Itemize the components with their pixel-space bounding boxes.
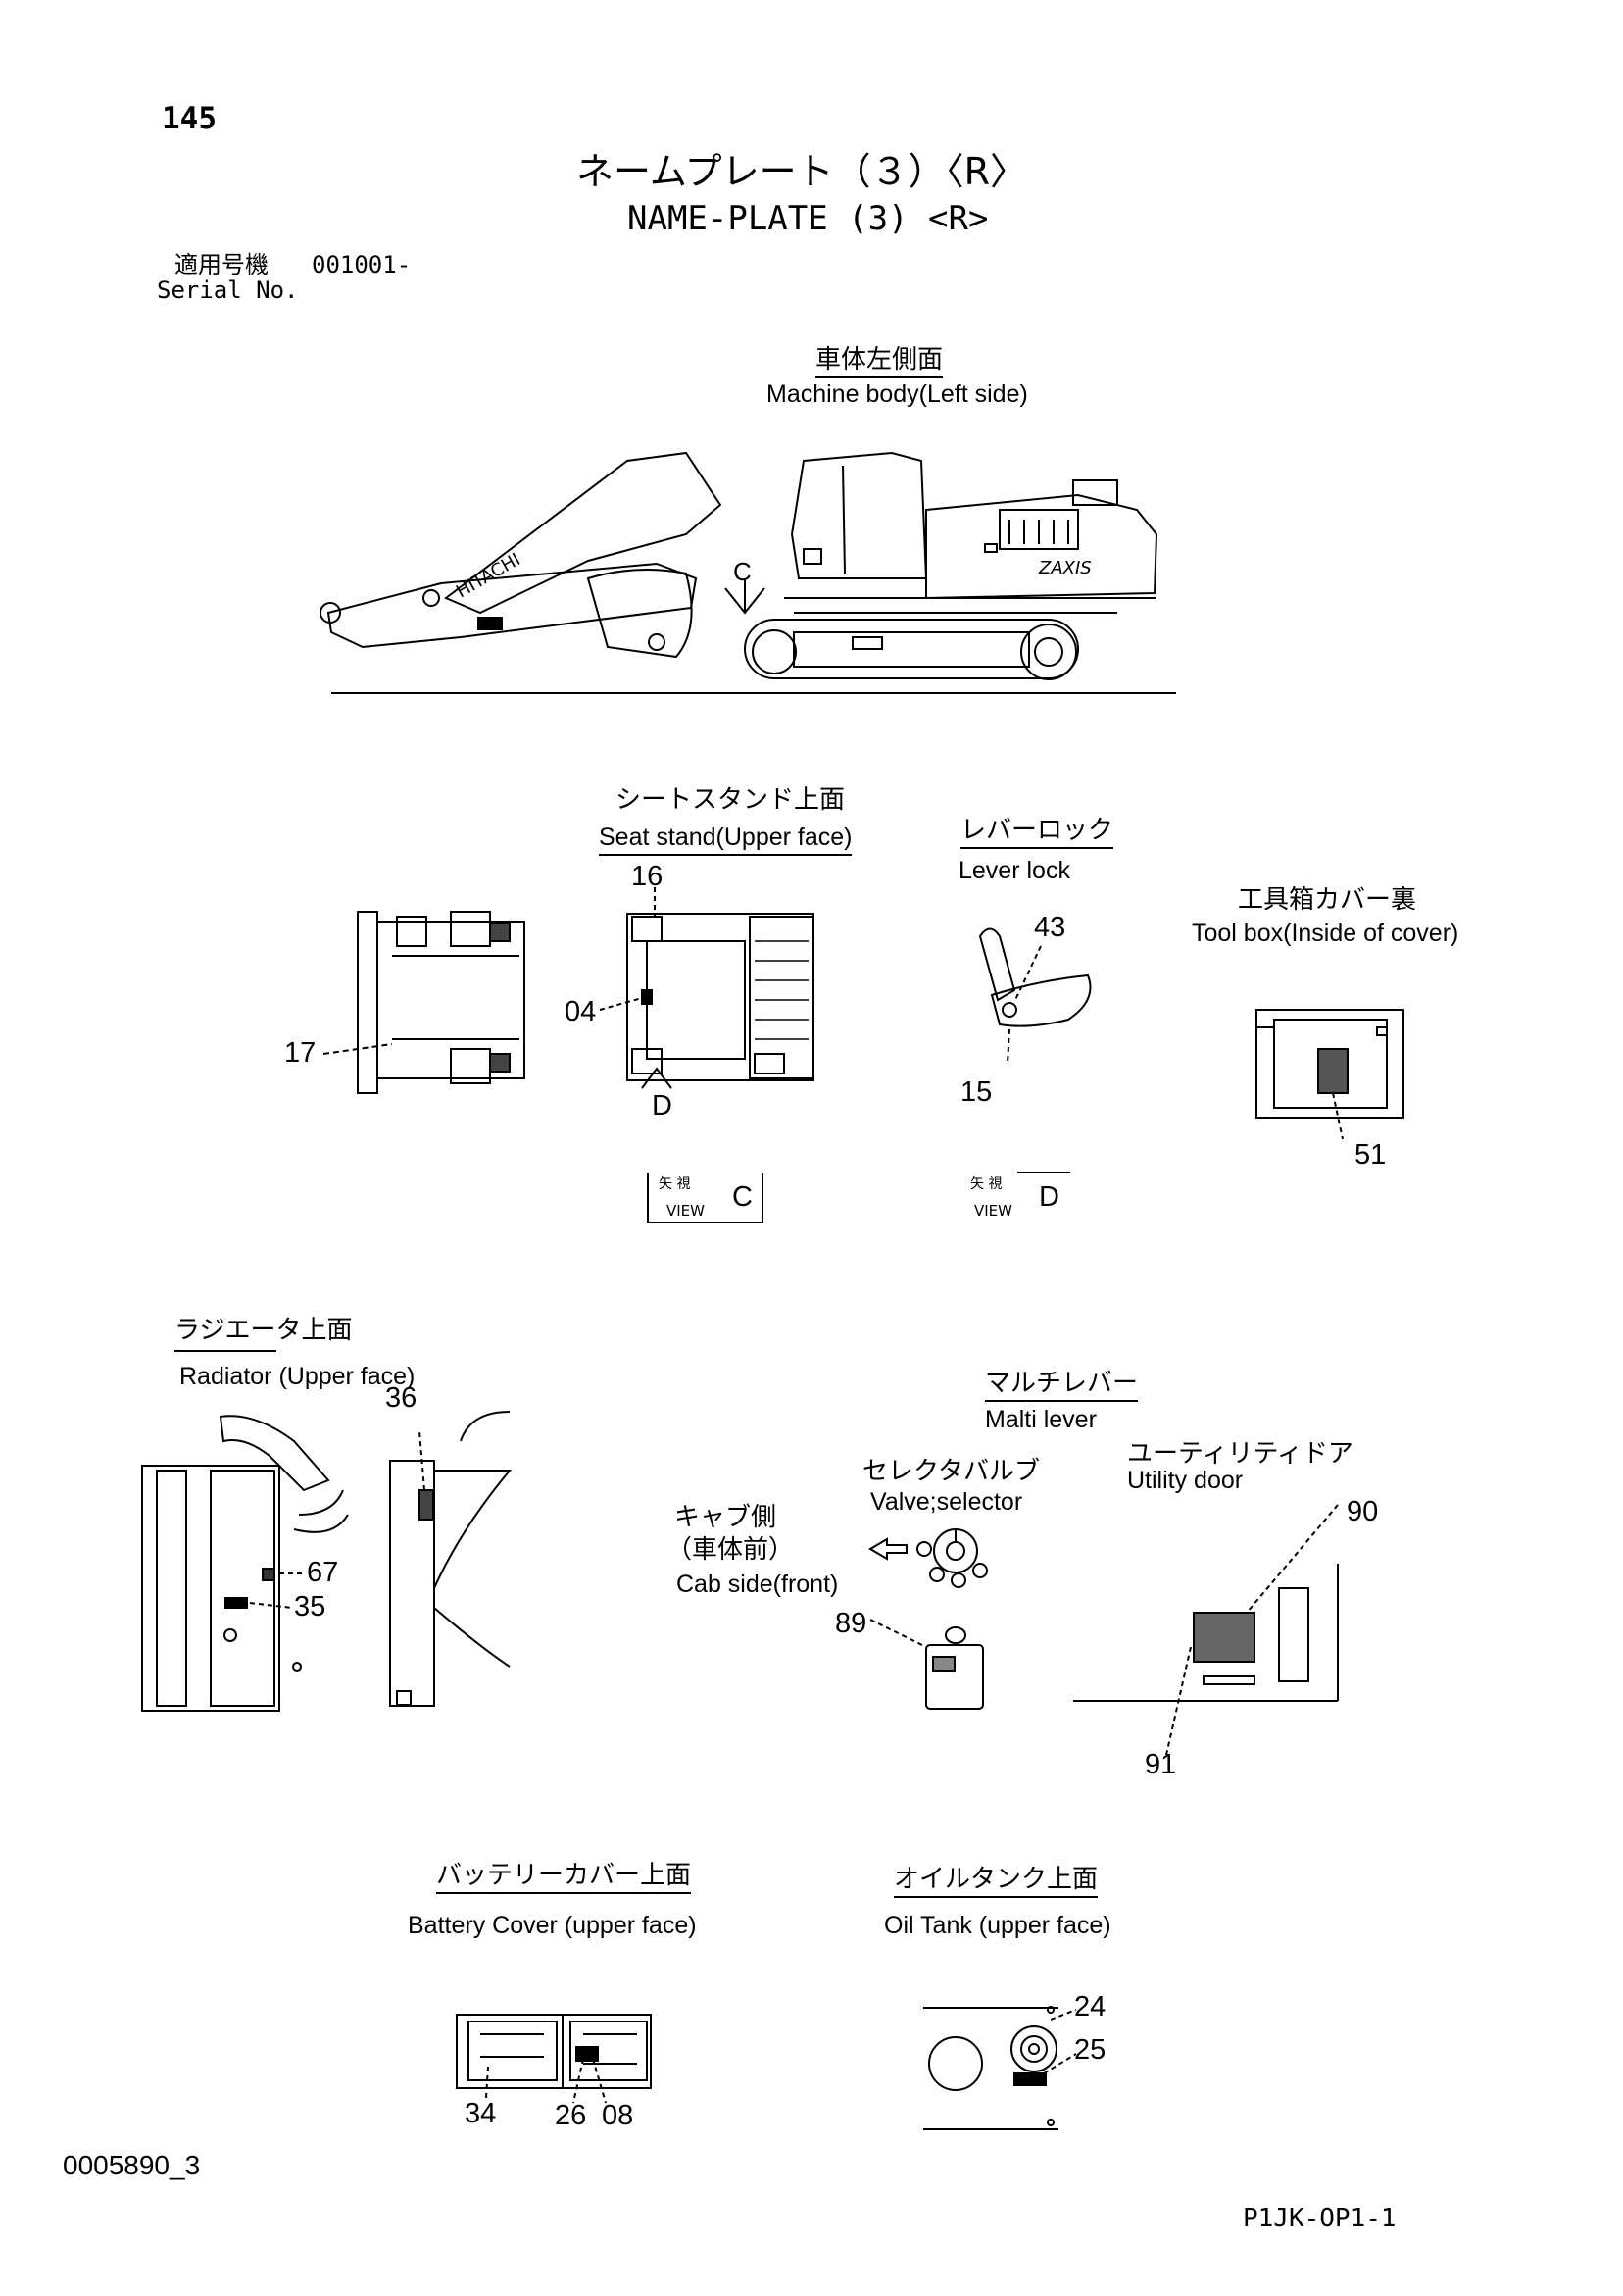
callout-35: 35 (294, 1591, 326, 1622)
view-d-letter: D (1039, 1181, 1059, 1213)
lever-lock-label-jp: レバーロック (960, 818, 1114, 849)
callout-67: 67 (307, 1557, 339, 1588)
valve-selector-label-en: Valve;selector (870, 1488, 1023, 1516)
cab-side-label-jp2: （車体前） (666, 1535, 795, 1565)
tool-box-label-jp: 工具箱カバー裏 (1238, 885, 1417, 915)
callout-24: 24 (1074, 1991, 1107, 2022)
battery-cover-label-jp: バッテリーカバー上面 (436, 1863, 692, 1894)
serial-label-en: Serial No. (157, 276, 299, 304)
view-d-marker: D (652, 1090, 672, 1122)
view-d-en: VIEW (974, 1202, 1012, 1220)
utility-door-label-en: Utility door (1127, 1467, 1244, 1494)
radiator-label-jp: ラジエータ上面 (174, 1316, 353, 1345)
callout-91: 91 (1145, 1749, 1177, 1780)
doc-code: P1JK-OP1-1 (1243, 2204, 1397, 2233)
oil-tank-label-en: Oil Tank (upper face) (884, 1912, 1111, 1939)
callout-25: 25 (1074, 2034, 1107, 2066)
battery-cover-label-en: Battery Cover (upper face) (408, 1912, 697, 1939)
callout-36: 36 (385, 1382, 418, 1414)
tool-box-label-en: Tool box(Inside of cover) (1192, 920, 1459, 947)
seat-stand-label-jp: シートスタンド上面 (615, 785, 846, 815)
valve-selector-label-jp: セレクタバルブ (862, 1457, 1040, 1486)
callout-08: 08 (602, 2100, 634, 2131)
multi-lever-label-jp: マルチレバー (985, 1371, 1139, 1402)
doc-id: 0005890_3 (63, 2150, 201, 2180)
callout-15: 15 (960, 1076, 993, 1108)
radiator-label-en: Radiator (Upper face) (179, 1363, 416, 1390)
cab-side-label-jp: キャブ側 (674, 1503, 777, 1532)
machine-body-label-jp: 車体左側面 (815, 347, 944, 378)
view-c-letter: C (732, 1181, 753, 1213)
seat-stand-label-en: Seat stand(Upper face) (599, 825, 853, 856)
callout-43: 43 (1034, 912, 1066, 943)
callout-04: 04 (565, 996, 597, 1027)
serial-label-jp: 適用号機 (174, 251, 269, 278)
callout-16: 16 (631, 861, 664, 892)
serial-value: 001001- (312, 251, 412, 278)
lever-lock-label-en: Lever lock (959, 857, 1070, 884)
page-number: 145 (162, 101, 217, 136)
machine-body-label-en: Machine body(Left side) (766, 380, 1028, 408)
page-title-en: NAME-PLATE (3) <R> (627, 199, 989, 238)
utility-door-label-jp: ユーティリティドア (1127, 1439, 1353, 1469)
callout-51: 51 (1354, 1139, 1387, 1171)
view-c-tag (647, 1173, 763, 1223)
callout-89: 89 (835, 1608, 867, 1639)
callout-90: 90 (1347, 1496, 1379, 1527)
multi-lever-label-en: Malti lever (985, 1406, 1097, 1433)
callout-26: 26 (555, 2100, 587, 2131)
view-c-marker: C (733, 557, 752, 586)
view-d-jp: 矢 視 (970, 1176, 1003, 1192)
view-c-en: VIEW (666, 1202, 705, 1220)
oil-tank-label-jp: オイルタンク上面 (894, 1867, 1099, 1898)
callout-17: 17 (284, 1037, 317, 1069)
cab-side-label-en: Cab side(front) (676, 1571, 839, 1598)
callout-34: 34 (465, 2098, 497, 2129)
page-title-jp: ネームプレート（３）〈R〉 (576, 150, 1027, 193)
view-c-jp: 矢 視 (659, 1176, 691, 1192)
svg-text:ZAXIS: ZAXIS (1038, 558, 1092, 578)
